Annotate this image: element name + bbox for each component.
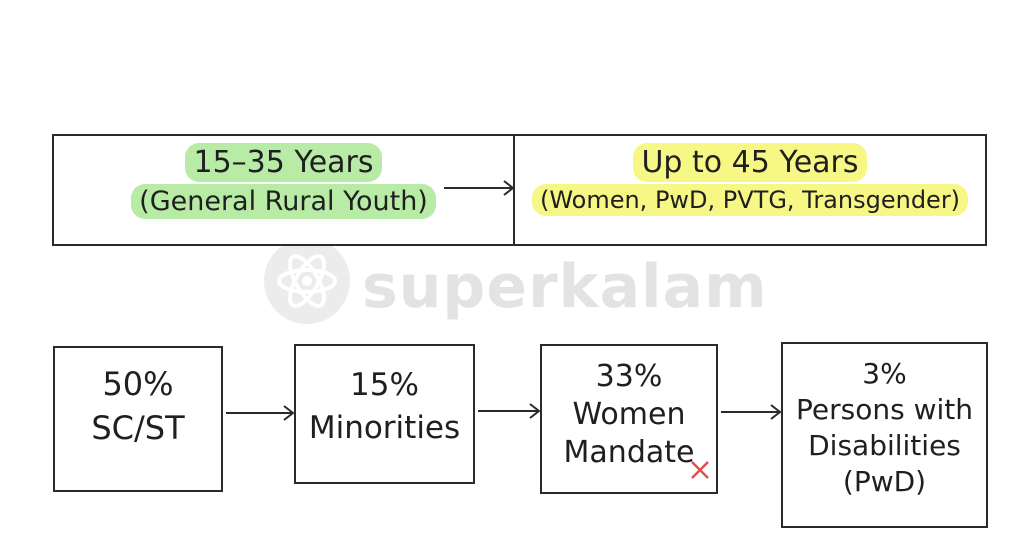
arrow-3 — [721, 404, 782, 420]
quota-sc-st-text: 50% SC/ST — [53, 368, 223, 444]
women-label: Women — [572, 397, 686, 432]
pwd-label-3: (PwD) — [842, 465, 927, 498]
quota-women-text: 33% Women Mandate — [540, 362, 718, 468]
sc-st-label: SC/ST — [91, 409, 185, 447]
quota-box-pwd — [781, 342, 988, 528]
general-rural-youth: (General Rural Youth) — [131, 184, 436, 219]
top-arrow — [444, 180, 515, 196]
minorities-label: Minorities — [308, 410, 461, 446]
quota-pwd-text: 3% Persons with Disabilities (PwD) — [781, 360, 988, 496]
women-percent: 33% — [595, 359, 663, 394]
special-categories: (Women, PwD, PVTG, Transgender) — [531, 184, 969, 216]
sc-st-percent: 50% — [102, 365, 174, 403]
quota-box-sc-st — [53, 346, 223, 492]
arrow-1 — [226, 405, 295, 421]
pwd-label-2: Disabilities — [808, 429, 961, 462]
top-left-label: 15–35 Years (General Rural Youth) — [52, 143, 515, 219]
cross-mark-icon — [691, 461, 709, 479]
top-right-label: Up to 45 Years (Women, PwD, PVTG, Transg… — [513, 143, 987, 216]
mandate-label: Mandate — [563, 435, 695, 470]
quota-minorities-text: 15% Minorities — [294, 370, 475, 444]
age-range-general: 15–35 Years — [185, 143, 382, 182]
minorities-percent: 15% — [350, 367, 419, 403]
pwd-label-1: Persons with — [796, 393, 973, 426]
watermark-atom-icon — [264, 238, 350, 324]
quota-box-women — [540, 344, 718, 494]
pwd-percent: 3% — [862, 357, 907, 390]
watermark-text: superkalam — [362, 252, 768, 322]
arrow-2 — [478, 403, 541, 419]
quota-box-minorities — [294, 344, 475, 484]
age-range-special: Up to 45 Years — [633, 143, 867, 182]
